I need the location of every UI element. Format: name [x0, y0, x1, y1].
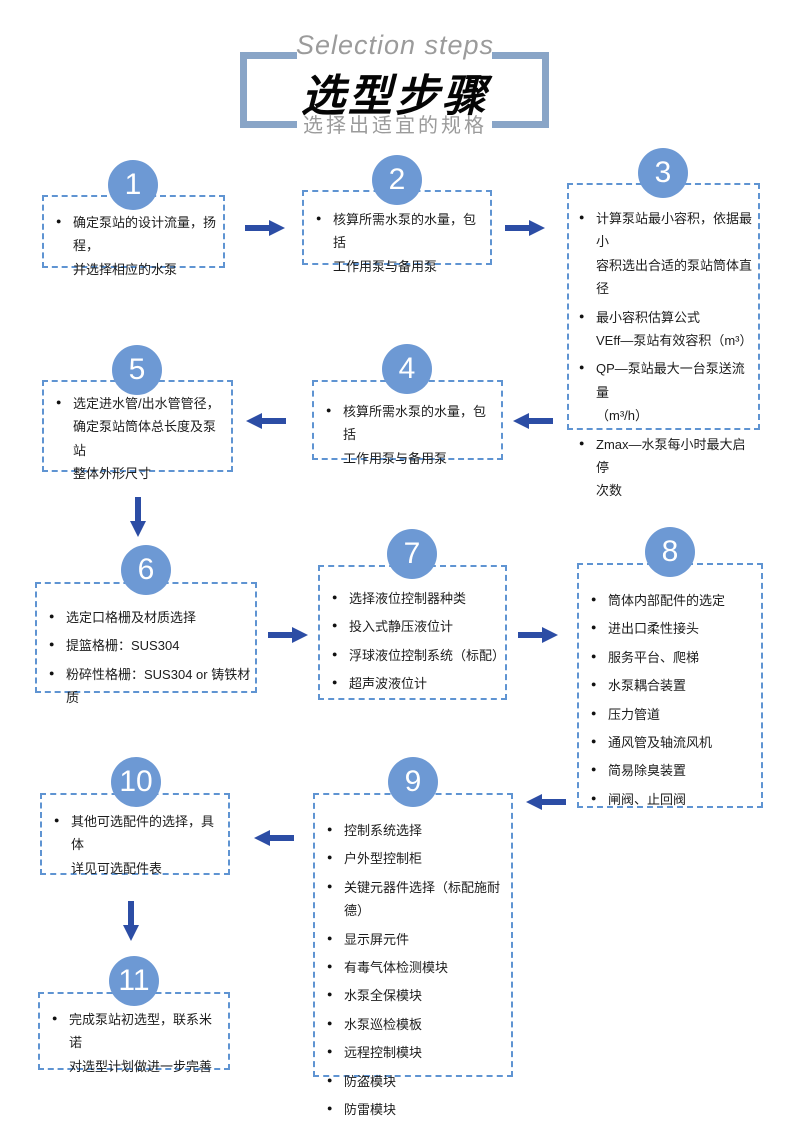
bullet-item: 其他可选配件的选择，具体 详见可选配件表 — [54, 810, 224, 880]
step-5: 5 选定进水管/出水管管径， 确定泵站筒体总长度及泵站 整体外形尺寸 — [42, 345, 233, 481]
step-7: 7 选择液位控制器种类投入式静压液位计浮球液位控制系统（标配） 超声波液位计 — [318, 529, 507, 700]
right-bracket-decoration — [492, 52, 549, 128]
header-kicker: Selection steps — [295, 30, 495, 60]
bullet-item: 服务平台、爬梯 — [591, 646, 759, 669]
bullet-item: QP—泵站最大一台泵送流量 （m³/h） — [579, 357, 756, 427]
step-6-number: 6 — [121, 545, 171, 595]
step-11-number: 11 — [109, 956, 159, 1006]
step-9: 9 控制系统选择户外型控制柜关键元器件选择（标配施耐德） 显示屏元件有毒气体检测模… — [313, 757, 513, 1117]
step-1-number: 1 — [108, 160, 158, 210]
step-10: 10 其他可选配件的选择，具体 详见可选配件表 — [40, 757, 230, 876]
bullet-item: 通风管及轴流风机 — [591, 731, 759, 754]
bullet-item: 选择液位控制器种类 — [332, 587, 503, 610]
bullet-item: Zmax—水泵每小时最大启停 次数 — [579, 433, 756, 503]
arrow-left-icon — [526, 794, 566, 810]
step-8-items: 筒体内部配件的选定进出口柔性接头服务平台、爬梯水泵耦合装置压力管道通风管及轴流风… — [577, 563, 763, 811]
arrow-right-icon — [505, 220, 545, 236]
step-2: 2 核算所需水泵的水量，包括 工作用泵与备用泵 — [302, 155, 492, 274]
step-10-number: 10 — [111, 757, 161, 807]
step-4: 4 核算所需水泵的水量，包括 工作用泵与备用泵 — [312, 344, 503, 466]
bullet-item: 防盗模块 — [327, 1070, 509, 1093]
bullet-item: 选定进水管/出水管管径， 确定泵站筒体总长度及泵站 整体外形尺寸 — [56, 392, 227, 486]
bullet-item: 浮球液位控制系统（标配） — [332, 644, 505, 667]
bullet-item: 压力管道 — [591, 703, 759, 726]
arrow-down-icon — [130, 497, 146, 537]
step-7-items: 选择液位控制器种类投入式静压液位计浮球液位控制系统（标配） 超声波液位计 — [318, 565, 507, 696]
step-4-items: 核算所需水泵的水量，包括 工作用泵与备用泵 — [312, 380, 503, 470]
arrow-right-icon — [245, 220, 285, 236]
bullet-item: 水泵耦合装置 — [591, 674, 759, 697]
step-3-items: 计算泵站最小容积，依据最小 容积选出合适的泵站筒体直径最小容积估算公式 VEff… — [567, 183, 760, 503]
step-7-number: 7 — [387, 529, 437, 579]
page-subtitle: 选择出适宜的规格 — [303, 115, 487, 137]
left-bracket-decoration — [240, 52, 297, 128]
arrow-left-icon — [254, 830, 294, 846]
step-3-number: 3 — [638, 148, 688, 198]
page-title: 选型步骤 — [301, 72, 489, 121]
arrow-down-icon — [123, 901, 139, 941]
bullet-item: 关键元器件选择（标配施耐德） — [327, 876, 509, 923]
bullet-item: 远程控制模块 — [327, 1041, 509, 1064]
step-1: 1 确定泵站的设计流量，扬程， 并选择相应的水泵 — [42, 160, 225, 277]
step-11: 11 完成泵站初选型，联系米诺 对选型计划做进一步完善 — [38, 956, 230, 1074]
step-6-items: 选定口格栅及材质选择提篮格栅：SUS304 粉碎性格栅：SUS304 or 铸铁材… — [35, 582, 257, 710]
arrow-left-icon — [513, 413, 553, 429]
bullet-item: 核算所需水泵的水量，包括 工作用泵与备用泵 — [316, 208, 486, 278]
bullet-item: 简易除臭装置 — [591, 759, 759, 782]
bullet-item: 控制系统选择 — [327, 819, 509, 842]
bullet-item: 确定泵站的设计流量，扬程， 并选择相应的水泵 — [56, 211, 219, 281]
step-5-number: 5 — [112, 345, 162, 395]
bullet-item: 进出口柔性接头 — [591, 617, 759, 640]
step-9-items: 控制系统选择户外型控制柜关键元器件选择（标配施耐德） 显示屏元件有毒气体检测模块水… — [313, 793, 513, 1121]
bullet-item: 选定口格栅及材质选择 — [49, 606, 253, 629]
step-4-number: 4 — [382, 344, 432, 394]
arrow-right-icon — [268, 627, 308, 643]
bullet-item: 计算泵站最小容积，依据最小 容积选出合适的泵站筒体直径 — [579, 207, 756, 301]
bullet-item: 筒体内部配件的选定 — [591, 589, 759, 612]
bullet-item: 有毒气体检测模块 — [327, 956, 509, 979]
arrow-right-icon — [518, 627, 558, 643]
bullet-item: 提篮格栅：SUS304 — [49, 634, 253, 657]
bullet-item: 最小容积估算公式 VEff—泵站有效容积（m³） — [579, 306, 756, 353]
step-8-number: 8 — [645, 527, 695, 577]
step-9-number: 9 — [388, 757, 438, 807]
step-3: 3 计算泵站最小容积，依据最小 容积选出合适的泵站筒体直径最小容积估算公式 VE… — [567, 148, 760, 498]
bullet-item: 完成泵站初选型，联系米诺 对选型计划做进一步完善 — [52, 1008, 224, 1078]
step-11-items: 完成泵站初选型，联系米诺 对选型计划做进一步完善 — [38, 992, 230, 1078]
step-1-items: 确定泵站的设计流量，扬程， 并选择相应的水泵 — [42, 195, 225, 281]
step-2-number: 2 — [372, 155, 422, 205]
step-2-items: 核算所需水泵的水量，包括 工作用泵与备用泵 — [302, 190, 492, 278]
bullet-item: 防雷模块 — [327, 1098, 509, 1121]
bullet-item: 超声波液位计 — [332, 672, 503, 695]
step-10-items: 其他可选配件的选择，具体 详见可选配件表 — [40, 793, 230, 880]
bullet-item: 核算所需水泵的水量，包括 工作用泵与备用泵 — [326, 400, 497, 470]
bullet-item: 粉碎性格栅：SUS304 or 铸铁材质 — [49, 663, 253, 710]
bullet-item: 显示屏元件 — [327, 928, 509, 951]
step-5-items: 选定进水管/出水管管径， 确定泵站筒体总长度及泵站 整体外形尺寸 — [42, 380, 233, 486]
bullet-item: 闸阀、止回阀 — [591, 788, 759, 811]
step-8: 8 筒体内部配件的选定进出口柔性接头服务平台、爬梯水泵耦合装置压力管道通风管及轴… — [577, 527, 763, 811]
bullet-item: 投入式静压液位计 — [332, 615, 503, 638]
bullet-item: 户外型控制柜 — [327, 847, 509, 870]
step-6: 6 选定口格栅及材质选择提篮格栅：SUS304粉碎性格栅：SUS304 or 铸… — [35, 545, 257, 705]
bullet-item: 水泵巡检模板 — [327, 1013, 509, 1036]
arrow-left-icon — [246, 413, 286, 429]
bullet-item: 水泵全保模块 — [327, 984, 509, 1007]
